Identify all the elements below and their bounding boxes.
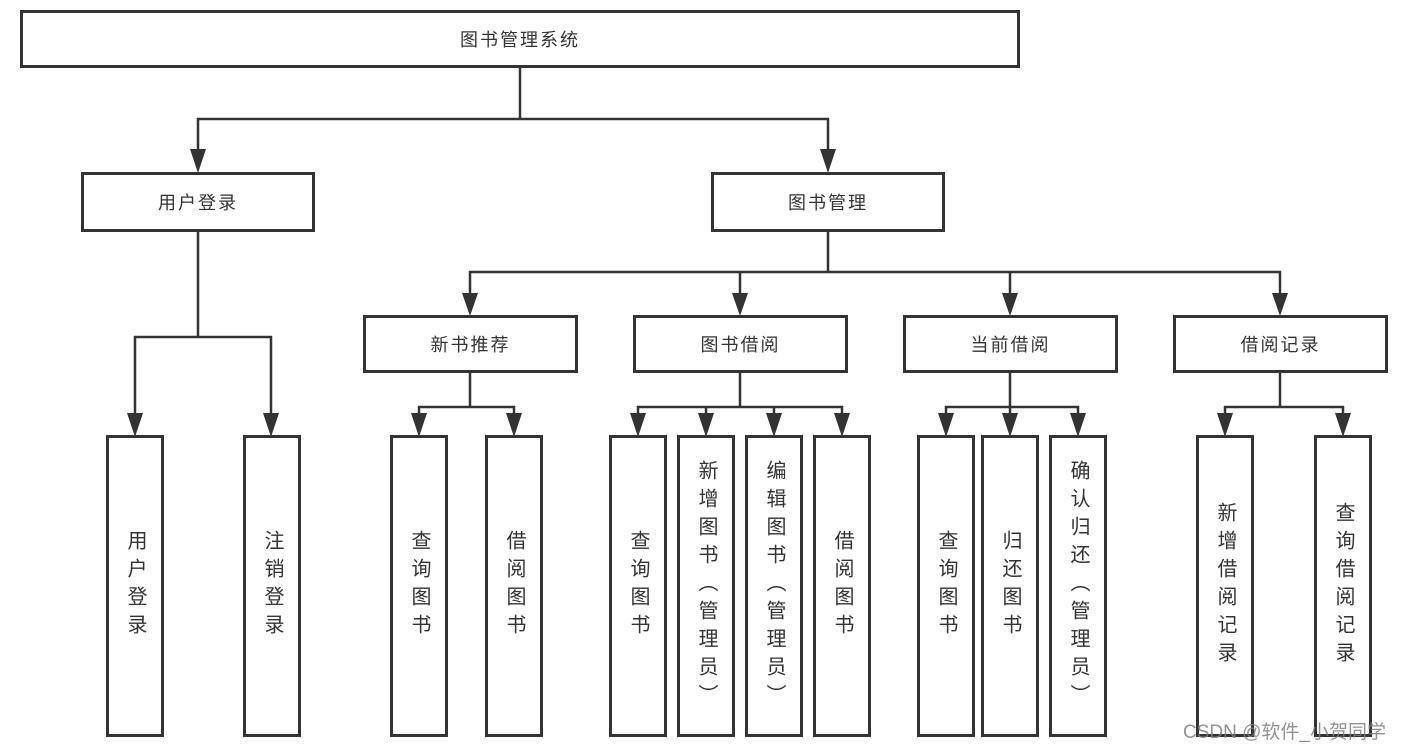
node-label: 编辑图书（管理员）: [763, 460, 785, 712]
leaf-query-books-current: 查询图书: [917, 435, 975, 737]
leaf-query-books-recommend: 查询图书: [390, 435, 448, 737]
node-label: 新增图书（管理员）: [695, 460, 717, 712]
node-label: 用户登录: [124, 530, 146, 642]
leaf-return-book: 归还图书: [981, 435, 1039, 737]
node-label: 查询图书: [935, 530, 957, 642]
leaf-user-login: 用户登录: [106, 435, 164, 737]
node-label: 查询图书: [408, 530, 430, 642]
leaf-borrow-books-recommend: 借阅图书: [485, 435, 543, 737]
node-label: 当前借阅: [970, 335, 1051, 355]
node-label: 新书推荐: [430, 335, 511, 355]
node-label: 查询图书: [627, 530, 649, 642]
leaf-edit-book-admin: 编辑图书（管理员）: [745, 435, 803, 737]
leaf-confirm-return-admin: 确认归还（管理员）: [1049, 435, 1107, 737]
node-book-management: 图书管理: [711, 172, 945, 232]
node-new-book-recommend: 新书推荐: [363, 315, 578, 373]
node-label: 图书管理系统: [460, 30, 580, 50]
leaf-query-books-borrow: 查询图书: [609, 435, 667, 737]
node-label: 用户登录: [158, 193, 238, 213]
leaf-query-borrow-record: 查询借阅记录: [1314, 435, 1372, 737]
leaf-add-book-admin: 新增图书（管理员）: [677, 435, 735, 737]
node-label: 新增借阅记录: [1214, 502, 1236, 670]
node-label: 借阅图书: [503, 530, 525, 642]
node-label: 归还图书: [999, 530, 1021, 642]
node-label: 注销登录: [261, 530, 283, 642]
leaf-borrow-books: 借阅图书: [813, 435, 871, 737]
node-current-borrow: 当前借阅: [903, 315, 1118, 373]
node-label: 借阅记录: [1240, 335, 1321, 355]
csdn-watermark: CSDN @软件_小贺同学: [1183, 722, 1386, 743]
node-label: 图书管理: [788, 193, 868, 213]
node-user-login: 用户登录: [81, 172, 315, 232]
leaf-add-borrow-record: 新增借阅记录: [1196, 435, 1254, 737]
node-borrow-records: 借阅记录: [1173, 315, 1388, 373]
node-book-borrow: 图书借阅: [633, 315, 848, 373]
node-label: 借阅图书: [831, 530, 853, 642]
node-label: 确认归还（管理员）: [1067, 460, 1089, 712]
node-label: 查询借阅记录: [1332, 502, 1354, 670]
leaf-logout: 注销登录: [243, 435, 301, 737]
node-label: 图书借阅: [700, 335, 781, 355]
node-library-system: 图书管理系统: [20, 10, 1020, 68]
